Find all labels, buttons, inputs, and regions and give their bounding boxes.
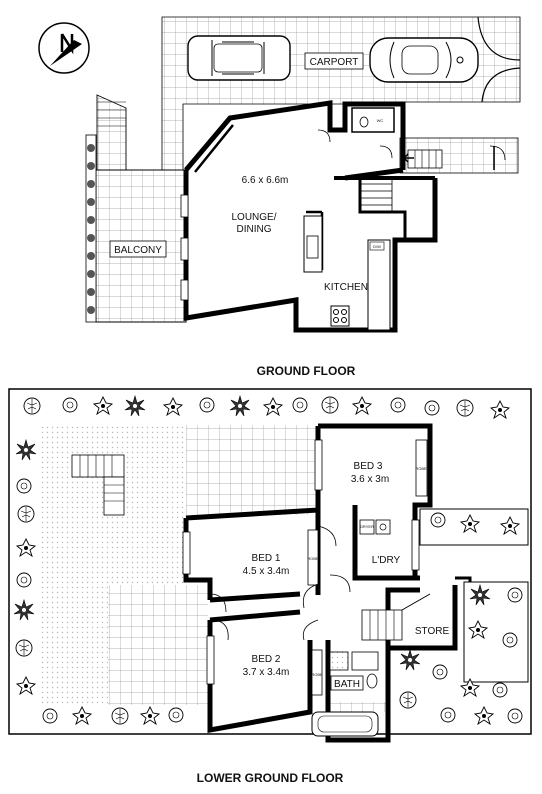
driveway-curve: [477, 16, 521, 103]
window: [180, 279, 189, 301]
bed3-label: BED 3: [354, 461, 383, 472]
bath-label: BATH: [334, 679, 360, 690]
door-swing: [302, 583, 319, 609]
bath-label-box: [330, 675, 364, 691]
door-swing: [329, 574, 351, 593]
lower-floor-walls: [183, 423, 458, 743]
lower-ground-floor-title: LOWER GROUND FLOOR: [197, 771, 344, 785]
door-swing: [209, 593, 227, 613]
car-icon: [369, 37, 479, 83]
robe: [415, 439, 428, 497]
window: [206, 635, 215, 685]
robe-label: ROBE: [311, 672, 323, 677]
balcony-planter: [85, 134, 97, 323]
door-swing: [489, 145, 506, 161]
vanity: [351, 651, 379, 671]
laundry-tub: [375, 519, 391, 535]
ground-floor-plan: CARPORT BALCONY: [38, 16, 521, 378]
carport-label: CARPORT: [310, 57, 359, 68]
bed3-size: 3.6 x 3m: [351, 474, 389, 485]
lounge-size-label: 6.6 x 6.6m: [242, 175, 289, 186]
tiled-paving: [328, 702, 388, 712]
ground-floor-title: GROUND FLOOR: [257, 364, 356, 378]
tiled-paving: [108, 585, 208, 705]
dryer-label: DRYER: [360, 524, 374, 529]
door-swing: [379, 145, 393, 159]
cooktop-icon: [330, 305, 350, 327]
bed2-label: BED 2: [252, 654, 281, 665]
lower-ground-floor-plan: ROBE ROBE ROBE DRYER: [8, 388, 532, 785]
wc-label: WC: [377, 118, 384, 123]
window: [180, 237, 189, 261]
bed1-label: BED 1: [252, 553, 281, 564]
lounge-label: LOUNGE/: [231, 212, 276, 223]
dining-label: DINING: [237, 224, 272, 235]
window: [314, 439, 323, 491]
door-swing: [213, 619, 229, 641]
north-compass-icon: [38, 22, 90, 74]
door-swing: [302, 619, 319, 641]
balcony-label: BALCONY: [114, 245, 162, 256]
tiled-paving: [186, 425, 316, 515]
door-swing: [317, 129, 331, 143]
window: [180, 194, 189, 218]
toilet-icon: [366, 673, 378, 689]
stairs: [361, 593, 431, 641]
dotted-paving: [40, 585, 108, 705]
bed1-size: 4.5 x 3.4m: [243, 566, 290, 577]
carport-label-box: [304, 52, 364, 70]
bathtub: [311, 711, 379, 737]
shower: [329, 651, 349, 671]
window: [411, 519, 420, 571]
dryer: [359, 519, 375, 535]
toilet-icon: [359, 116, 369, 128]
car-icon: [187, 35, 291, 81]
laundry-label: L'DRY: [372, 555, 401, 566]
robe: [311, 649, 323, 696]
robe: [307, 529, 319, 586]
store-label: STORE: [415, 626, 450, 637]
door-swing: [317, 525, 337, 547]
stairs: [360, 180, 393, 212]
kitchen-label: KITCHEN: [324, 282, 368, 293]
stairs: [403, 149, 443, 169]
arrow-icon: [403, 153, 414, 163]
window: [182, 531, 191, 575]
robe-label: ROBE: [415, 466, 427, 471]
wc-room: [351, 107, 395, 133]
dishwasher-label: D/W: [373, 244, 381, 249]
bed2-size: 3.7 x 3.4m: [243, 667, 290, 678]
stairs: [71, 454, 125, 516]
robe-label: ROBE: [307, 556, 319, 561]
balcony-label-box: [109, 240, 167, 258]
kitchen-bench: [367, 239, 391, 331]
